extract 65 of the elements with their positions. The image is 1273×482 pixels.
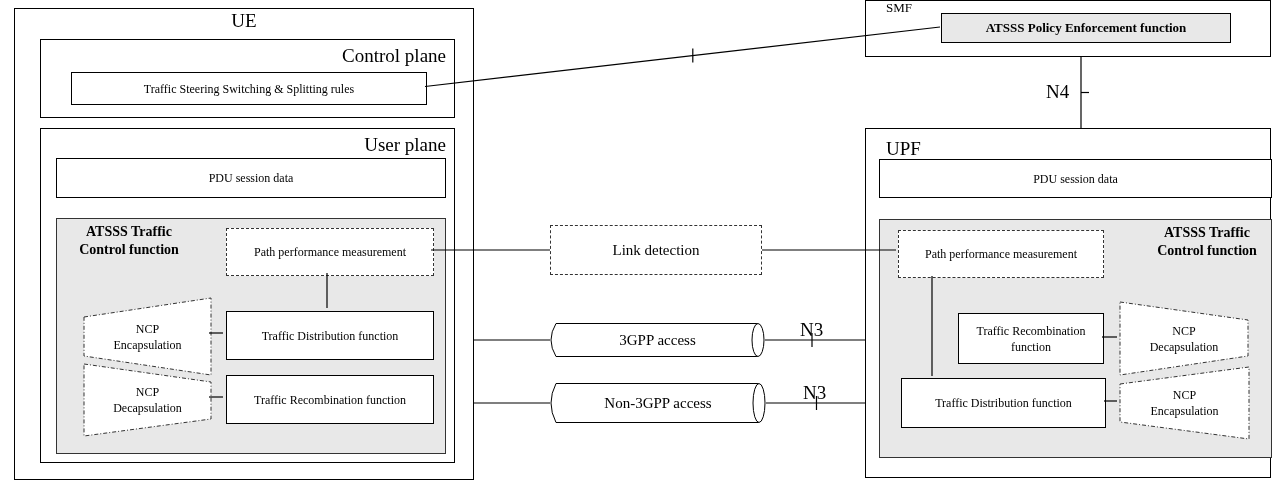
process-box: [226, 375, 434, 424]
box-label: ATSSS Traffic Control function: [78, 223, 180, 259]
process-box: [879, 159, 1272, 198]
connector-line: [1080, 56, 1082, 129]
process-box: [901, 378, 1106, 428]
process-box: [56, 158, 446, 198]
box-label: Link detection: [612, 241, 700, 260]
edge-label: N3: [803, 383, 827, 403]
connector-line: [761, 249, 897, 251]
box-label: Path performance measurement: [924, 246, 1078, 262]
function-group-box: [56, 218, 446, 454]
connector-line: [430, 249, 551, 251]
box-label: Traffic Distribution function: [934, 395, 1073, 411]
connector-line: [1101, 336, 1118, 338]
edge-label: N3: [800, 320, 824, 340]
connector-line: [424, 26, 941, 88]
trapezoid-box: [1119, 366, 1250, 440]
box-label: SMF: [886, 0, 913, 16]
box-label: NCP Decapsulation: [112, 384, 183, 416]
dashed-box: [226, 228, 434, 276]
edge-label: N4: [1046, 82, 1070, 102]
connector-line: [931, 275, 933, 377]
box-label: Path performance measurement: [253, 244, 407, 260]
box-label: Traffic Distribution function: [260, 327, 400, 344]
container-box: [14, 8, 474, 480]
process-box: [226, 311, 434, 360]
box-label: ATSSS Policy Enforcement function: [985, 20, 1187, 36]
container-box: [865, 0, 1271, 57]
container-box: [865, 128, 1271, 478]
box-label: UPF: [886, 137, 921, 161]
dashed-box: [550, 225, 762, 275]
trapezoid-box: [1119, 301, 1249, 376]
box-label: 3GPP access: [619, 331, 696, 350]
process-box: [958, 313, 1104, 364]
process-box: [71, 72, 427, 105]
box-label: UE: [230, 9, 258, 33]
connector-line: [1103, 400, 1118, 402]
container-box: [40, 39, 455, 118]
connector-line: [208, 396, 224, 398]
box-label: Traffic Recombination function: [253, 391, 407, 408]
connector-line: [765, 402, 866, 404]
box-label: ATSSS Traffic Control function: [1156, 224, 1258, 260]
box-label: Control plane: [342, 44, 446, 68]
connector-line: [473, 402, 551, 404]
box-label: Traffic Recombination function: [975, 322, 1087, 355]
box-label: Traffic Steering Switching & Splitting rules: [142, 80, 356, 97]
cylinder-pipe: [550, 383, 766, 423]
box-label: User plane: [364, 133, 446, 157]
dashed-box: [898, 230, 1104, 278]
connector-line: [326, 272, 328, 309]
trapezoid-box: [83, 297, 212, 376]
function-group-box: [879, 219, 1272, 458]
box-label: PDU session data: [1032, 170, 1119, 187]
trapezoid-box: [83, 363, 212, 437]
connector-line: [473, 339, 551, 341]
box-label: PDU session data: [207, 170, 295, 186]
box-label: NCP Encapsulation: [112, 320, 183, 353]
process-box: [941, 13, 1231, 43]
connector-line: [764, 339, 866, 341]
container-box: [40, 128, 455, 463]
box-label: NCP Encapsulation: [1149, 387, 1220, 419]
box-label: Non-3GPP access: [604, 394, 712, 413]
connector-line: [208, 332, 224, 334]
box-label: NCP Decapsulation: [1148, 322, 1220, 355]
cylinder-pipe: [550, 323, 765, 357]
